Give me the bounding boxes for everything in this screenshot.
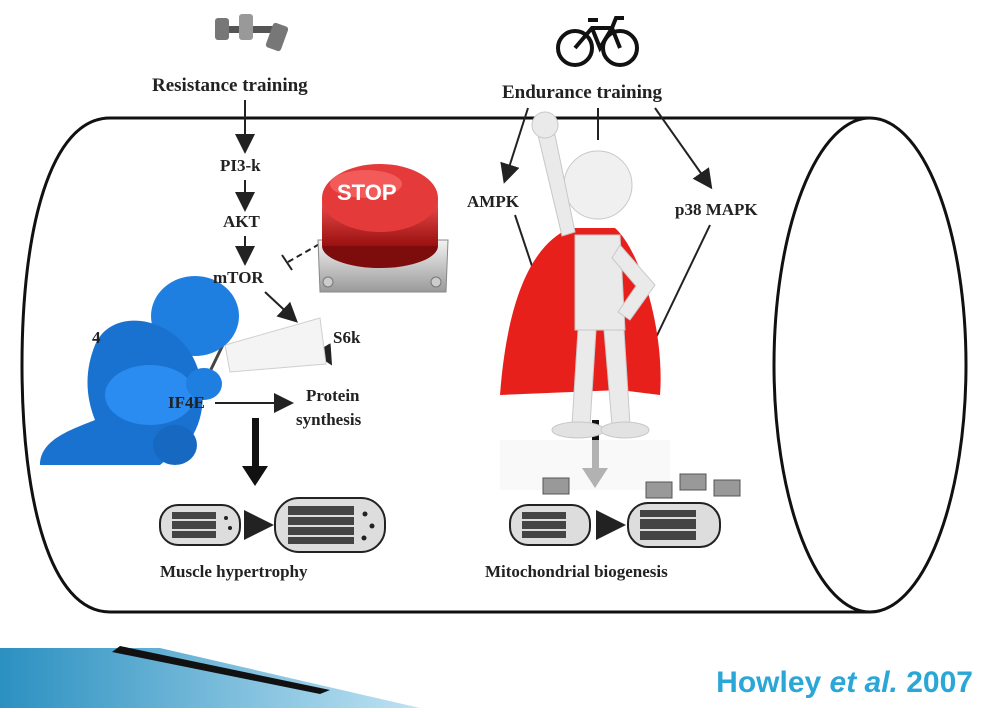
protein-label-line1: Protein [306,386,360,405]
ampk-label: AMPK [467,192,519,211]
muscle-hypertrophy-label: Muscle hypertrophy [160,562,308,581]
hypertrophy-arrow [242,418,268,486]
s6k-label: S6k [333,328,361,347]
akt-label: AKT [223,212,260,231]
dumbbell-icon [215,14,289,52]
white-flag-icon [224,317,327,373]
superhero-figure-icon [500,111,670,490]
citation-etal: et al. [829,666,898,699]
mitochondrial-biogenesis-label: Mitochondrial biogenesis [485,562,668,581]
stop-button-icon [317,164,449,293]
mitochondria-icon [509,473,741,548]
resistance-training-label: Resistance training [152,75,308,96]
cell-cylinder [20,116,968,614]
p38-mapk-label: p38 MAPK [675,200,758,219]
pi3k-label: PI3-k [220,156,261,175]
citation-author: Howley [716,666,822,699]
citation-year: 2007 [906,666,973,699]
mtor-label: mTOR [213,268,264,287]
blue-figure-icon [40,276,327,465]
stop-label: STOP [337,180,397,205]
footer-swoosh [0,646,420,708]
eif-left-label: 4 [92,328,101,347]
bicycle-icon [556,16,639,67]
endurance-training-label: Endurance training [502,82,662,103]
eif-label: IF4E [168,393,205,412]
citation: Howley et al. 2007 [716,666,973,700]
muscle-fiber-icon [159,497,386,553]
protein-label-line2: synthesis [296,410,362,429]
